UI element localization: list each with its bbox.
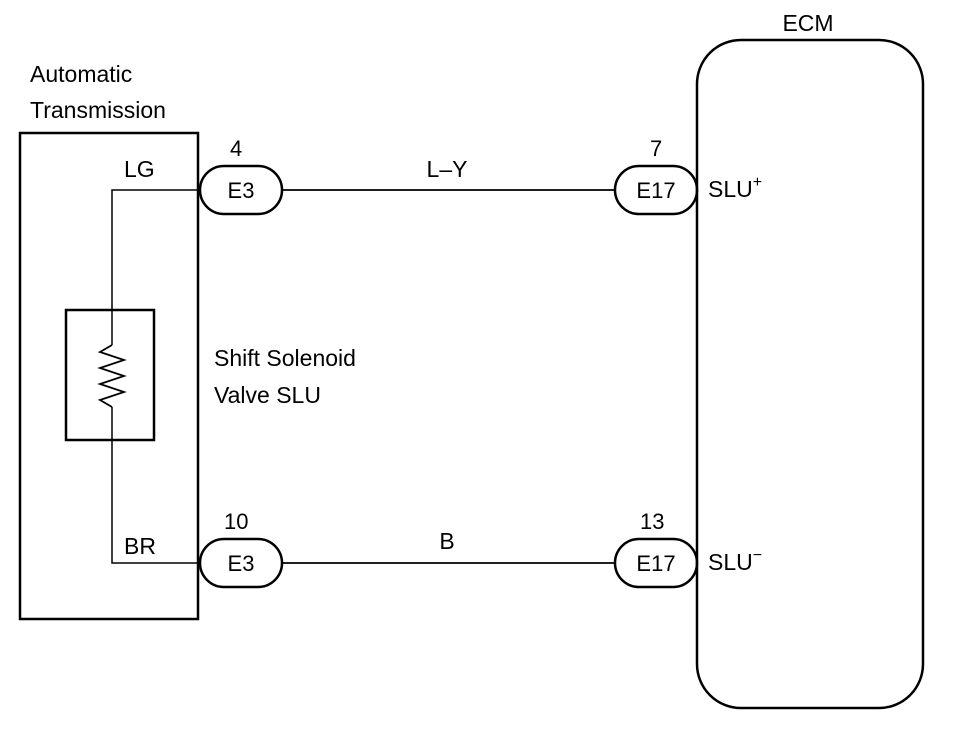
pin-13: 13: [640, 509, 664, 534]
connector-e17-bottom: E17 13: [613, 509, 699, 589]
transmission-title-line1: Automatic: [30, 61, 132, 87]
connector-e3-bottom-id: E3: [228, 551, 255, 576]
connector-e3-top: E3 4: [198, 136, 284, 216]
solenoid-box: [64, 308, 156, 442]
connector-e3-top-id: E3: [228, 178, 255, 203]
terminal-slu-minus-sup: −: [753, 547, 762, 564]
terminal-slu-minus: SLU−: [708, 547, 762, 575]
connector-e3-top-shape: [198, 164, 284, 216]
connector-e3-bottom: E3 10: [198, 509, 284, 589]
wire-label-br: BR: [124, 533, 156, 559]
wire-label-lg: LG: [124, 156, 155, 182]
ecm-box: [695, 38, 925, 710]
terminal-slu-plus-sup: +: [753, 174, 762, 191]
solenoid-label-line1: Shift Solenoid: [214, 345, 356, 371]
pin-10: 10: [224, 509, 248, 534]
wire-color-l-y: L–Y: [427, 156, 468, 182]
transmission-title-line2: Transmission: [30, 97, 166, 123]
solenoid-label-line2: Valve SLU: [214, 382, 321, 408]
terminal-slu-plus: SLU+: [708, 174, 762, 202]
connector-e3-bottom-shape: [198, 537, 284, 589]
wire-lg-internal: [111, 189, 198, 345]
connector-e17-top: E17 7: [613, 136, 699, 216]
terminal-slu-plus-base: SLU: [708, 176, 753, 202]
wire-color-b: B: [439, 528, 454, 554]
connector-e17-top-id: E17: [636, 178, 675, 203]
solenoid-internal-wiring: [64, 189, 198, 564]
automatic-transmission: Automatic Transmission LG BR: [18, 61, 200, 621]
ecm: ECM SLU+ SLU−: [695, 10, 925, 710]
pin-4: 4: [230, 136, 242, 161]
wire-br-internal: [111, 407, 198, 564]
transmission-box: [18, 131, 200, 621]
terminal-slu-minus-base: SLU: [708, 549, 753, 575]
ecm-title: ECM: [782, 10, 833, 36]
pin-7: 7: [650, 136, 662, 161]
connector-e17-bottom-id: E17: [636, 551, 675, 576]
resistor-icon: [97, 344, 127, 408]
